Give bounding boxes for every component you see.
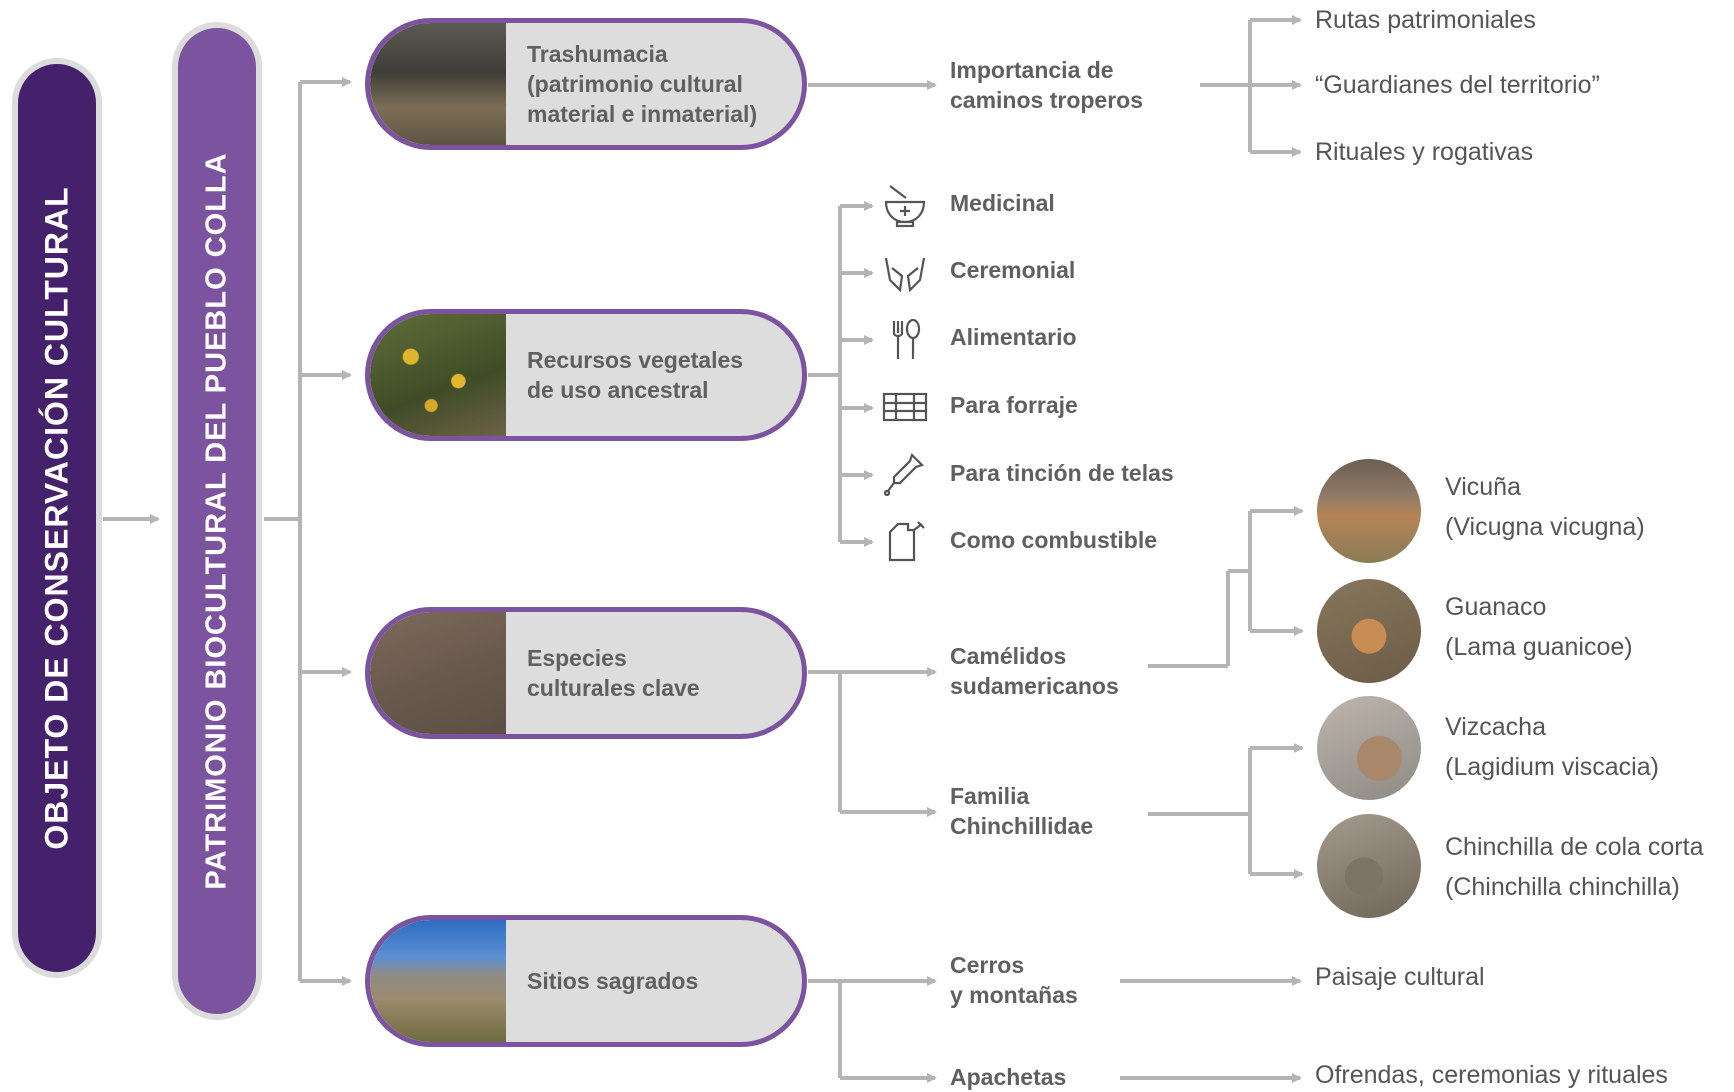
trashumancia-item: Rituales y rogativas (1315, 138, 1534, 166)
open-hands-icon (882, 250, 928, 296)
animal-name: Guanaco (1445, 593, 1547, 621)
use-label: Ceremonial (950, 257, 1076, 283)
camelids-hillside-photo (370, 612, 506, 734)
use-label: Para forraje (950, 392, 1078, 418)
mortar-pestle-icon (882, 182, 928, 228)
category-trashumancia: Trashumacia (patrimonio cultural materia… (365, 18, 807, 150)
heritage-pill: PATRIMONIO BIOCULTURAL DEL PUEBLO COLLA (172, 22, 262, 1020)
root-label: OBJETO DE CONSERVACIÓN CULTURAL (38, 186, 75, 850)
vizcacha-photo (1317, 696, 1421, 800)
use-label: Como combustible (950, 527, 1158, 553)
use-label: Para tinción de telas (950, 460, 1174, 486)
sacred-result: Ofrendas, ceremonias y rituales (1315, 1061, 1668, 1089)
mountain-landscape-photo (370, 920, 506, 1042)
hay-bale-icon (882, 384, 928, 430)
trashumancia-item: “Guardianes del territorio” (1315, 71, 1600, 99)
use-label: Alimentario (950, 324, 1077, 350)
animal-name: Vicuña (1445, 473, 1521, 501)
root-pill: OBJETO DE CONSERVACIÓN CULTURAL (12, 58, 102, 978)
yellow-flower-shrub-photo (370, 314, 506, 436)
category-label: Especies culturales clave (527, 645, 700, 701)
species-group-label: Familia Chinchillidae (950, 783, 1094, 839)
category-especies: Especies culturales clave (365, 607, 807, 739)
sacred-sub-label: Cerros y montañas (950, 952, 1078, 1008)
goats-herd-photo (370, 23, 506, 145)
guanaco-photo (1317, 579, 1421, 683)
category-recursos-vegetales: Recursos vegetales de uso ancestral (365, 309, 807, 441)
category-label: Trashumacia (patrimonio cultural materia… (527, 41, 758, 127)
animal-name: Vizcacha (1445, 713, 1546, 741)
sacred-sub-label: Apachetas (950, 1064, 1067, 1090)
heritage-label: PATRIMONIO BIOCULTURAL DEL PUEBLO COLLA (200, 152, 233, 890)
chinchilla-photo (1317, 814, 1421, 918)
trashumancia-sub-label: Importancia de caminos troperos (950, 57, 1143, 113)
trashumancia-item: Rutas patrimoniales (1315, 6, 1536, 34)
use-label: Medicinal (950, 190, 1055, 216)
dropper-icon (882, 451, 928, 497)
category-label: Sitios sagrados (527, 968, 699, 994)
sacred-result: Paisaje cultural (1315, 963, 1485, 991)
animal-latin: (Lama guanicoe) (1445, 633, 1633, 661)
category-label: Recursos vegetales de uso ancestral (527, 347, 744, 403)
fuel-can-icon (882, 518, 928, 564)
fork-spoon-icon (882, 317, 928, 363)
animal-latin: (Chinchilla chinchilla) (1445, 873, 1680, 901)
species-group-label: Camélidos sudamericanos (950, 643, 1119, 699)
animal-name: Chinchilla de cola corta (1445, 833, 1704, 861)
animal-latin: (Lagidium viscacia) (1445, 753, 1659, 781)
animal-latin: (Vicugna vicugna) (1445, 513, 1645, 541)
vicuna-photo (1317, 459, 1421, 563)
category-sitios-sagrados: Sitios sagrados (365, 915, 807, 1047)
